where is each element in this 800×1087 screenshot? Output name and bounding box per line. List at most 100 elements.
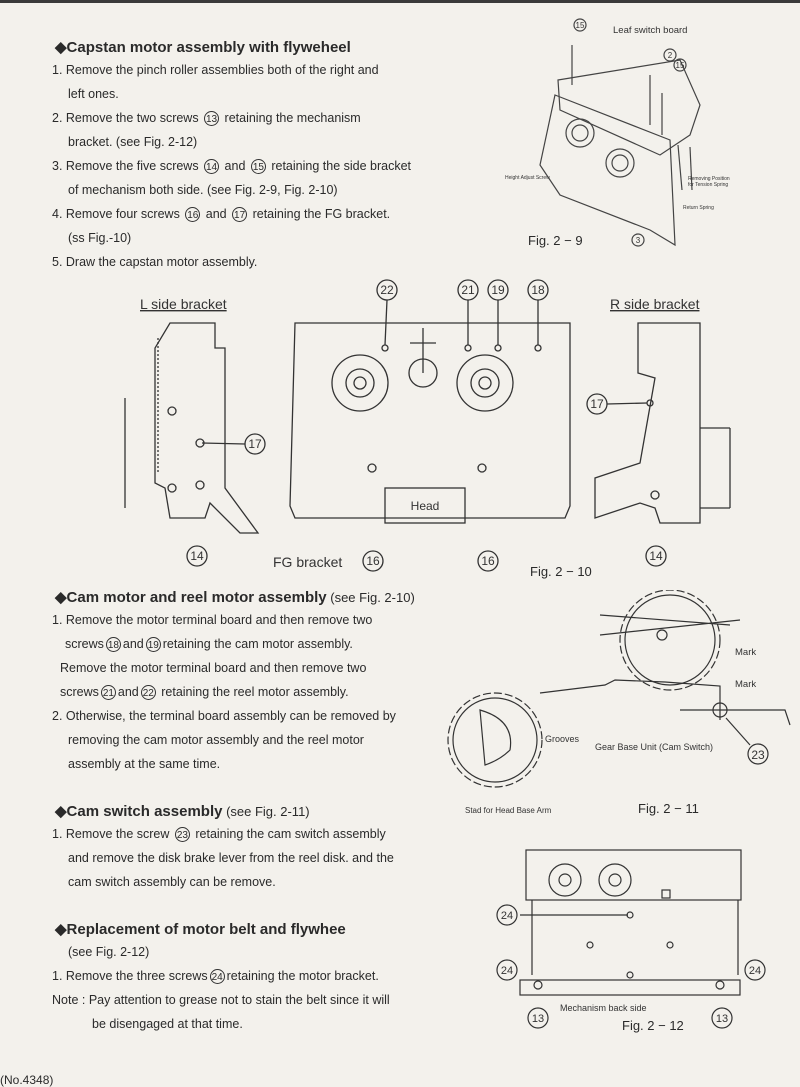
line-text: screws xyxy=(60,685,99,699)
section-heading: ◆Cam motor and reel motor assembly (see … xyxy=(55,588,415,606)
line-text: retaining the reel motor assembly. xyxy=(157,685,349,699)
line-text: retaining the mechanism xyxy=(221,111,361,125)
line-text: (ss Fig.-10) xyxy=(68,231,132,245)
line-text: and xyxy=(117,685,139,699)
r-side-bracket-label: R side bracket xyxy=(610,296,700,312)
fig-2-12-diagram: 24 24 24 13 13 Mechanism back side xyxy=(496,849,766,1029)
line-text: 1. Remove the pinch roller assemblies bo… xyxy=(52,63,379,77)
mechanism-back-label: Mechanism back side xyxy=(560,1003,647,1013)
instruction-line: be disengaged at that time. xyxy=(92,1016,243,1032)
line-text: screws xyxy=(65,637,104,651)
screw-number-callout: 23 xyxy=(174,827,190,843)
head-label: Head xyxy=(411,499,440,513)
line-text: retaining the FG bracket. xyxy=(249,207,391,221)
instruction-line: (ss Fig.-10) xyxy=(68,230,131,246)
screw-number-callout: 24 xyxy=(209,969,225,985)
instruction-line: of mechanism both side. (see Fig. 2-9, F… xyxy=(68,182,338,198)
line-text: 4. Remove four screws xyxy=(52,207,184,221)
line-text: and xyxy=(221,159,249,173)
callout-23: 23 xyxy=(751,748,765,762)
fig-2-11-diagram: Mark Mark Grooves Gear Base Unit (Cam Sw… xyxy=(447,590,791,815)
callout-21: 21 xyxy=(461,283,475,297)
instruction-line: 5. Draw the capstan motor assembly. xyxy=(52,254,257,270)
callout-15: 15 xyxy=(576,21,585,30)
heading-reference: (see Fig. 2-11) xyxy=(222,804,310,819)
instruction-line: 1. Remove the motor terminal board and t… xyxy=(52,612,372,628)
line-text: retaining the side bracket xyxy=(267,159,412,173)
line-text: 3. Remove the five screws xyxy=(52,159,203,173)
fg-bracket-label: FG bracket xyxy=(273,554,342,570)
line-text: 1. Remove the three screws xyxy=(52,969,208,983)
callout-13-right: 13 xyxy=(716,1013,728,1025)
screw-number-callout: 16 xyxy=(185,207,201,223)
instruction-line: Note : Pay attention to grease not to st… xyxy=(52,992,390,1008)
line-text: 1. Remove the motor terminal board and t… xyxy=(52,613,373,627)
line-text: and xyxy=(122,637,144,651)
instruction-line: left ones. xyxy=(68,86,119,102)
instruction-line: (see Fig. 2-12) xyxy=(68,944,149,960)
heading-text: Cam motor and reel motor assembly xyxy=(66,589,327,606)
instruction-line: and remove the disk brake lever from the… xyxy=(68,850,394,866)
callout-14-right: 14 xyxy=(649,549,663,563)
fig-2-10-diagram: 22 21 19 18 17 17 14 14 16 16 Head L sid… xyxy=(124,279,731,572)
screw-number-callout: 18 xyxy=(105,637,121,653)
mark-label-1: Mark xyxy=(735,647,756,658)
line-text: cam switch assembly can be remove. xyxy=(68,875,276,889)
line-text: Remove the motor terminal board and then… xyxy=(60,661,367,675)
instruction-line: 3. Remove the five screws 14 and 15 reta… xyxy=(52,158,412,175)
line-text: left ones. xyxy=(68,87,119,101)
callout-24-top: 24 xyxy=(501,910,513,922)
line-text: and remove the disk brake lever from the… xyxy=(68,851,394,865)
line-text: Note : Pay attention to grease not to st… xyxy=(52,993,390,1007)
instruction-line: cam switch assembly can be remove. xyxy=(68,874,276,890)
instruction-line: 2. Otherwise, the terminal board assembl… xyxy=(52,708,396,724)
diamond-bullet-icon: ◆ xyxy=(55,589,67,606)
removing-label: Removing Position xyxy=(688,176,730,182)
callout-17-right: 17 xyxy=(590,397,604,411)
callout-16-right: 16 xyxy=(481,554,495,568)
section-heading: ◆Cam switch assembly (see Fig. 2-11) xyxy=(55,802,310,820)
fig-2-12-caption: Fig. 2 − 12 xyxy=(622,1018,684,1033)
screw-number-callout: 19 xyxy=(145,637,161,653)
line-text: bracket. (see Fig. 2-12) xyxy=(68,135,198,149)
gear-base-label: Gear Base Unit (Cam Switch) xyxy=(595,742,713,752)
callout-14-left: 14 xyxy=(190,549,204,563)
screw-number-callout: 21 xyxy=(100,685,116,701)
diamond-bullet-icon: ◆ xyxy=(55,803,67,820)
heading-reference: (see Fig. 2-10) xyxy=(326,590,415,605)
instruction-line: removing the cam motor assembly and the … xyxy=(68,732,364,748)
line-text: retaining the cam motor assembly. xyxy=(162,637,353,651)
fig-2-10-caption: Fig. 2 − 10 xyxy=(530,564,592,579)
instruction-line: 2. Remove the two screws 13 retaining th… xyxy=(52,110,361,127)
mark-label-2: Mark xyxy=(735,679,756,690)
return-spring-label: Return Spring xyxy=(683,205,714,211)
leaf-switch-label: Leaf switch board xyxy=(613,25,687,36)
instruction-line: 4. Remove four screws 16 and 17 retainin… xyxy=(52,206,391,223)
fig-2-11-caption: Fig. 2 − 11 xyxy=(638,801,699,816)
instruction-line: assembly at the same time. xyxy=(68,756,220,772)
callout-24-right: 24 xyxy=(749,965,761,977)
callout-3: 3 xyxy=(636,236,641,245)
line-text: of mechanism both side. (see Fig. 2-9, F… xyxy=(68,183,338,197)
callout-17-left: 17 xyxy=(248,437,262,451)
line-text: retaining the cam switch assembly xyxy=(191,827,386,841)
heading-text: Cam switch assembly xyxy=(66,803,223,820)
section-heading: ◆Replacement of motor belt and flywhee xyxy=(55,920,346,938)
diamond-bullet-icon: ◆ xyxy=(55,39,67,56)
line-text: 2. Otherwise, the terminal board assembl… xyxy=(52,709,396,723)
heading-text: Capstan motor assembly with flyweheel xyxy=(66,39,351,56)
screw-number-callout: 22 xyxy=(140,685,156,701)
tension-label: for Tension Spring xyxy=(688,182,728,188)
fig-2-9-caption: Fig. 2 − 9 xyxy=(528,233,583,248)
diamond-bullet-icon: ◆ xyxy=(55,921,67,938)
line-text: 2. Remove the two screws xyxy=(52,111,203,125)
line-text: retaining the motor bracket. xyxy=(226,969,379,983)
heading-text: Replacement of motor belt and flywhee xyxy=(66,921,346,938)
instruction-line: bracket. (see Fig. 2-12) xyxy=(68,134,197,150)
instruction-line: 1. Remove the pinch roller assemblies bo… xyxy=(52,62,379,78)
line-text: 1. Remove the screw xyxy=(52,827,173,841)
line-text: removing the cam motor assembly and the … xyxy=(68,733,364,747)
